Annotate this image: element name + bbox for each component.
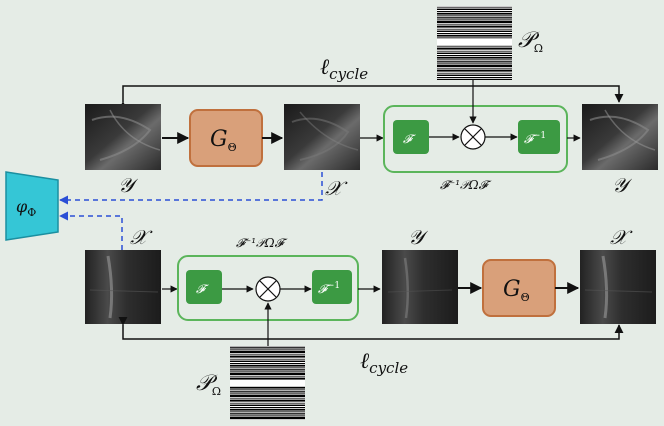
mask-top-image	[437, 6, 512, 80]
label-x-bottom-right: 𝒳	[610, 225, 633, 249]
discriminator-block: φΦ	[5, 171, 59, 241]
fourier-block-bottom	[186, 270, 222, 304]
svg-text:φΦ: φΦ	[16, 197, 36, 219]
mask-bottom-label: 𝒫Ω	[196, 371, 221, 398]
cycle-loss-bottom-label: ℓcycle	[360, 349, 408, 377]
mask-bottom-image	[230, 346, 305, 420]
dashed-x-top-to-disc	[59, 172, 323, 205]
mask-top-label: 𝒫Ω	[518, 28, 543, 55]
image-y-top-left	[85, 104, 161, 170]
generator-bottom-block: GΘ	[482, 259, 556, 317]
op-bottom-label: 𝓕⁻¹𝒫Ω𝓕	[236, 236, 288, 250]
image-y-bottom-mid	[382, 250, 458, 324]
svg-text:GΘ: GΘ	[503, 277, 530, 304]
inv-fourier-block-top	[518, 120, 560, 154]
generator-bottom-label: G	[503, 277, 521, 302]
cycle-loss-bottom-arrow	[118, 316, 624, 340]
image-y-top-right	[582, 104, 658, 170]
svg-text:GΘ: GΘ	[210, 127, 237, 154]
fourier-block-top	[393, 120, 429, 154]
label-x-bottom-left: 𝒳	[130, 225, 153, 249]
image-x-bottom-right	[580, 250, 656, 324]
generator-top-label: G	[210, 127, 228, 152]
inv-fourier-block-bottom	[312, 270, 352, 304]
label-y-top-left: 𝒴	[118, 173, 139, 197]
cycle-loss-top-arrow	[118, 85, 624, 111]
generator-top-block: GΘ	[189, 109, 263, 167]
discriminator-label: φ	[16, 197, 28, 216]
label-y-bottom-mid: 𝒴	[408, 225, 429, 249]
op-block-top: 𝓕 𝓕−1	[383, 105, 568, 173]
op-top-label: 𝓕⁻¹𝒫Ω𝓕	[440, 178, 492, 192]
dashed-x-bottom-to-disc	[59, 211, 123, 250]
label-y-top-right: 𝒴	[612, 173, 633, 197]
cycle-loss-top-label: ℓcycle	[320, 55, 368, 83]
image-x-top-mid	[284, 104, 360, 170]
image-x-bottom-left	[85, 250, 161, 324]
label-x-top-mid: 𝒳	[325, 176, 348, 200]
